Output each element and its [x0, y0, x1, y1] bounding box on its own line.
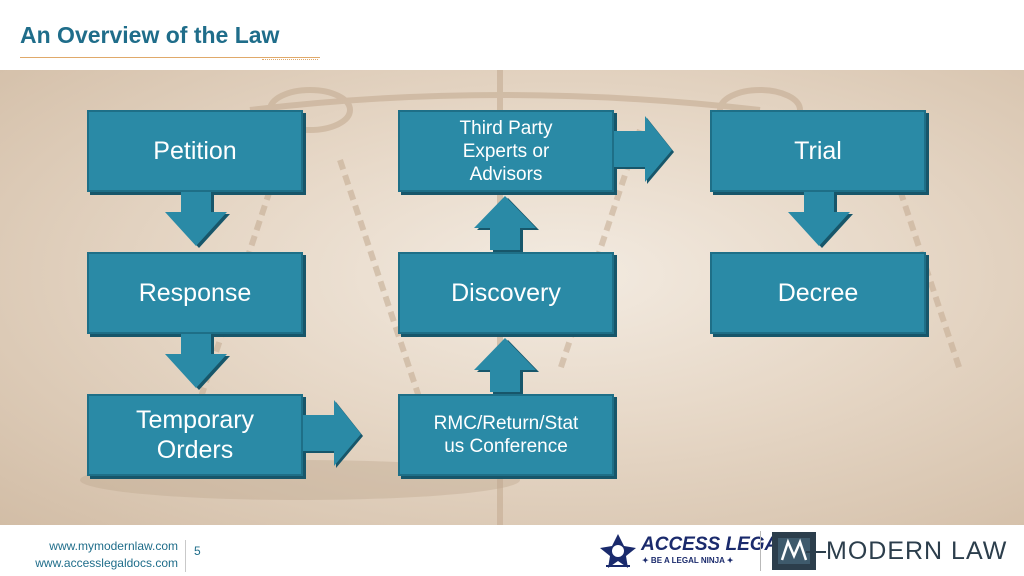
arrow-down-icon — [165, 334, 230, 390]
footer-link-accesslegaldocs[interactable]: www.accesslegaldocs.com — [35, 556, 178, 570]
access-legal-logo-text: ACCESS LEGAL — [641, 534, 790, 555]
response-label: Response — [138, 279, 252, 307]
footer — [0, 525, 1024, 576]
arrow-up-icon — [474, 196, 539, 252]
third-party-line-2: Experts or — [462, 140, 550, 162]
footer-link-mymodernlaw[interactable]: www.mymodernlaw.com — [49, 539, 178, 553]
modern-law-logo-text: MODERN LAW — [826, 537, 1008, 565]
header: An Overview of the Law — [0, 0, 1024, 70]
third-party-box: Third Party Experts or Advisors — [398, 110, 614, 192]
petition-label: Petition — [153, 137, 237, 165]
response-box: Response — [87, 252, 303, 334]
modern-law-logo-icon — [772, 532, 826, 570]
rmc-line-1: RMC/Return/Stat — [433, 413, 579, 434]
logo-divider — [760, 531, 761, 571]
temporary-orders-box: Temporary Orders — [87, 394, 303, 476]
decree-box: Decree — [710, 252, 926, 334]
third-party-line-3: Advisors — [469, 163, 543, 185]
discovery-box: Discovery — [398, 252, 614, 334]
decree-label: Decree — [777, 279, 859, 307]
trial-label: Trial — [794, 137, 842, 165]
title-underline — [20, 57, 320, 58]
discovery-label: Discovery — [451, 279, 561, 307]
page-title: An Overview of the Law — [20, 22, 280, 48]
petition-box: Petition — [87, 110, 303, 192]
arrow-right-icon — [614, 116, 674, 184]
third-party-line-1: Third Party — [459, 117, 553, 139]
trial-box: Trial — [710, 110, 926, 192]
rmc-box: RMC/Return/Stat us Conference — [398, 394, 614, 476]
arrow-down-icon — [165, 192, 230, 248]
footer-divider — [185, 540, 186, 572]
arrow-right-icon — [303, 400, 363, 468]
temporary-orders-line-1: Temporary — [135, 406, 255, 434]
access-legal-tagline: ✦ BE A LEGAL NINJA ✦ — [642, 556, 734, 565]
temporary-orders-line-2: Orders — [156, 436, 234, 464]
arrow-up-icon — [474, 338, 539, 394]
rmc-line-2: us Conference — [444, 436, 568, 457]
arrow-down-icon — [788, 192, 853, 248]
page-number: 5 — [194, 544, 201, 558]
footer-links: www.mymodernlaw.com www.accesslegaldocs.… — [0, 538, 178, 572]
title-underline-dots — [262, 59, 318, 60]
access-legal-ninja-logo-icon — [600, 534, 636, 568]
